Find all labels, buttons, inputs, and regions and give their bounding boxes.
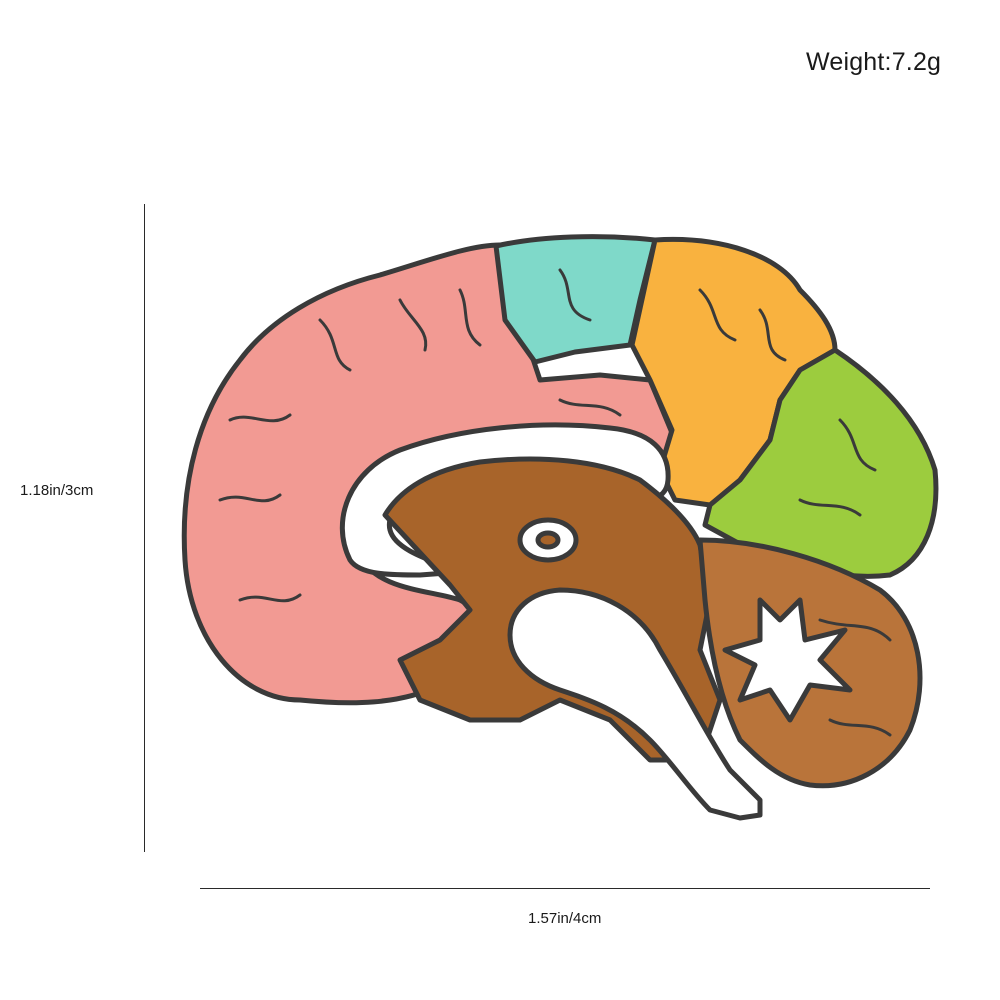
height-dimension-label: 1.18in/3cm [20, 482, 94, 499]
height-dimension-line [144, 204, 145, 852]
width-dimension-line [200, 888, 930, 889]
parietal-lobe-mint [493, 234, 658, 365]
width-dimension-label: 1.57in/4cm [528, 910, 602, 927]
pons-medulla [507, 587, 763, 821]
weight-label: Weight:7.2g [806, 48, 942, 76]
arbor-vitae [722, 597, 853, 723]
thalamus-center [535, 530, 561, 550]
